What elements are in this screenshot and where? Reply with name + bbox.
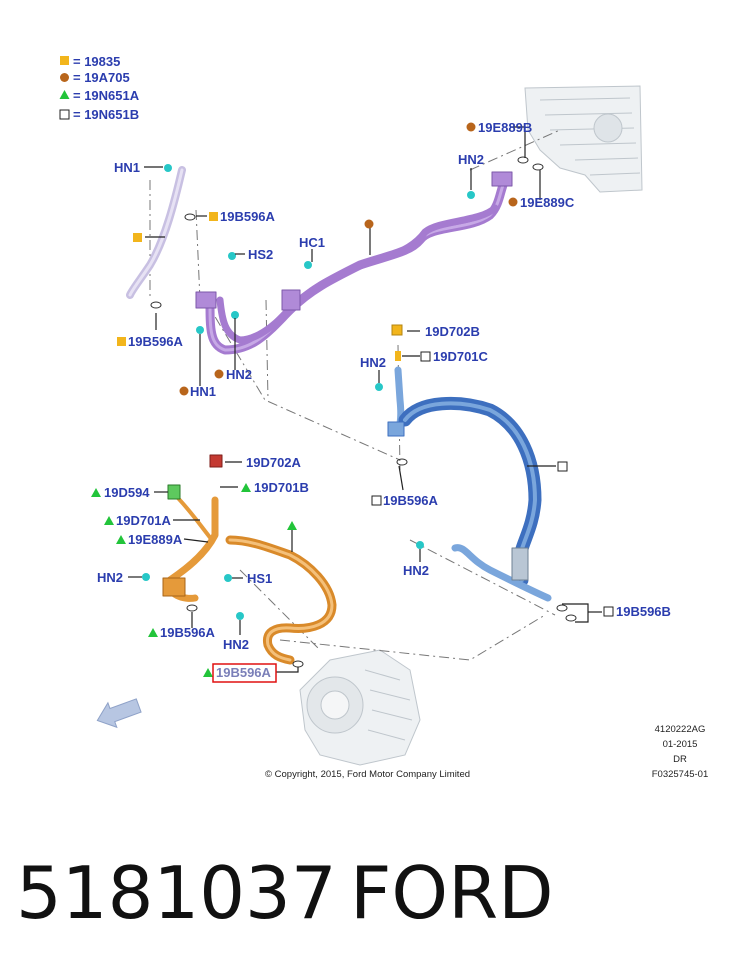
triangle-green-icon [148, 628, 158, 637]
legend-square-orange-icon [60, 56, 69, 65]
label-hs1: HS1 [247, 571, 272, 586]
nut-icon [196, 326, 204, 334]
square-outline-icon [603, 606, 614, 617]
label-19d701a: 19D701A [116, 513, 172, 528]
nut-icon [164, 164, 172, 172]
clip-icon [304, 261, 312, 269]
legend-text-1: = 19835 [73, 54, 120, 69]
o-ring-icon [150, 301, 162, 309]
label-19d702a: 19D702A [246, 455, 302, 470]
highlight-box [212, 663, 277, 683]
triangle-green-icon [104, 516, 114, 525]
label-hn1-top: HN1 [114, 160, 140, 175]
orange-lower-lines [162, 454, 337, 665]
square-outline-icon [420, 351, 431, 362]
square-orange-icon [209, 212, 218, 221]
label-hn2-low: HN2 [223, 637, 249, 652]
nut-icon [416, 541, 424, 549]
label-19b596a-1: 19B596A [220, 209, 276, 224]
o-ring-icon [186, 604, 198, 612]
label-hs2: HS2 [248, 247, 273, 262]
callout-symbols [91, 122, 614, 677]
circle-brown-icon [179, 386, 189, 396]
figure-date: 01-2015 [663, 739, 698, 750]
label-hc1: HC1 [299, 235, 325, 250]
triangle-green-icon [116, 535, 126, 544]
label-19d701b: 19D701B [254, 480, 309, 495]
legend-text-2: = 19A705 [73, 70, 130, 85]
square-outline-icon [557, 461, 568, 472]
circle-brown-icon [508, 197, 518, 207]
legend-square-outline-icon [59, 109, 70, 120]
circle-brown-icon [214, 369, 224, 379]
upper-purple-lines [126, 166, 513, 355]
figure-id: F0325745-01 [652, 769, 709, 780]
evaporator-housing-drawing [524, 85, 643, 193]
nut-icon [142, 573, 150, 581]
label-19d594: 19D594 [104, 485, 150, 500]
label-19e889b: 19E889B [478, 120, 532, 135]
nut-icon [236, 612, 244, 620]
o-ring-icon [292, 660, 304, 668]
stud-icon [224, 574, 232, 582]
label-19b596a-3: 19B596A [383, 493, 439, 508]
legend: = 19835 = 19A705 = 19N651A = 19N651B [59, 54, 140, 122]
label-19b596a-4: 19B596A [160, 625, 216, 640]
circle-brown-icon [466, 122, 476, 132]
triangle-green-icon [287, 521, 297, 530]
cap-icon [391, 324, 403, 336]
brand-name: FORD [350, 851, 554, 935]
callout-labels: HN1 19B596A HS2 HC1 19B596A HN2 HN1 19E8… [97, 120, 671, 683]
circle-brown-icon [364, 219, 374, 229]
label-hn2-blue: HN2 [403, 563, 429, 578]
o-ring-icon [184, 213, 196, 221]
front-direction-arrow-icon [96, 698, 142, 729]
compressor-drawing [299, 649, 421, 766]
label-19b596a-highlighted[interactable]: 19B596A [216, 665, 272, 680]
legend-triangle-green-icon [59, 90, 70, 99]
label-19d702b: 19D702B [425, 324, 480, 339]
part-number: 5181037 [16, 851, 337, 935]
fastener-icons [142, 156, 577, 668]
o-ring-icon [517, 156, 529, 164]
label-hn2-top: HN2 [458, 152, 484, 167]
figure-code: 4120222AG [655, 724, 706, 735]
square-outline-icon [371, 495, 382, 506]
o-ring-icon [556, 604, 568, 612]
label-19e889c: 19E889C [520, 195, 575, 210]
legend-text-3: = 19N651A [73, 88, 140, 103]
leader-lines [128, 126, 602, 673]
figure-dr: DR [673, 754, 687, 765]
valve-core-icon [395, 351, 401, 361]
legend-text-4: = 19N651B [73, 107, 139, 122]
triangle-green-icon [91, 488, 101, 497]
blue-suction-line [387, 366, 552, 602]
stud-icon [228, 252, 236, 260]
label-19d701c: 19D701C [433, 349, 489, 364]
label-19e889a: 19E889A [128, 532, 183, 547]
triangle-green-icon [203, 668, 213, 677]
nut-icon [231, 311, 239, 319]
legend-circle-brown-icon [60, 73, 69, 82]
label-19b596b: 19B596B [616, 604, 671, 619]
o-ring-icon [565, 614, 577, 622]
label-hn2-left: HN2 [97, 570, 123, 585]
label-hn2-right: HN2 [360, 355, 386, 370]
copyright-text: © Copyright, 2015, Ford Motor Company Li… [265, 769, 470, 780]
nut-icon [467, 191, 475, 199]
label-hn2-mid: HN2 [226, 367, 252, 382]
triangle-green-icon [241, 483, 251, 492]
square-orange-icon [133, 233, 142, 242]
figure-metadata: 4120222AG 01-2015 DR F0325745-01 © Copyr… [265, 724, 708, 780]
label-hn1-bottom: HN1 [190, 384, 216, 399]
o-ring-icon [532, 163, 544, 171]
o-ring-icon [396, 458, 408, 466]
square-orange-icon [117, 337, 126, 346]
nut-icon [375, 383, 383, 391]
label-19b596a-2: 19B596A [128, 334, 184, 349]
